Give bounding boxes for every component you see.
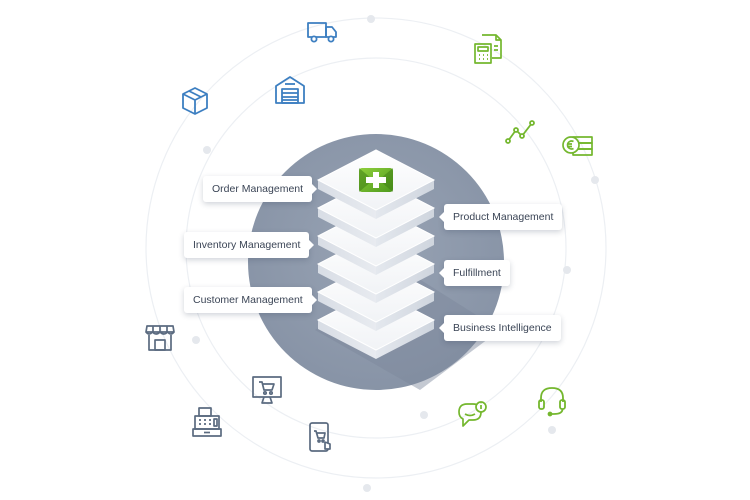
headset-icon [535,383,569,417]
mobile-cart-icon [303,420,337,454]
truck-icon [305,15,339,49]
label-product-management: Product Management [444,204,562,230]
feedback-icon [455,398,489,432]
warehouse-icon [273,73,307,107]
label-customer-management: Customer Management [184,287,312,313]
cash-register-icon [190,405,224,439]
box-icon [178,84,212,118]
storefront-icon [143,320,177,354]
label-business-intelligence: Business Intelligence [444,315,561,341]
monitor-cart-icon [250,373,284,407]
label-order-management: Order Management [203,176,312,202]
calculator-invoice-icon [470,32,504,66]
money-icon [560,125,594,159]
label-fulfillment: Fulfillment [444,260,510,286]
label-inventory-management: Inventory Management [184,232,309,258]
platform-logo-icon [359,168,393,192]
line-chart-icon [503,115,537,149]
